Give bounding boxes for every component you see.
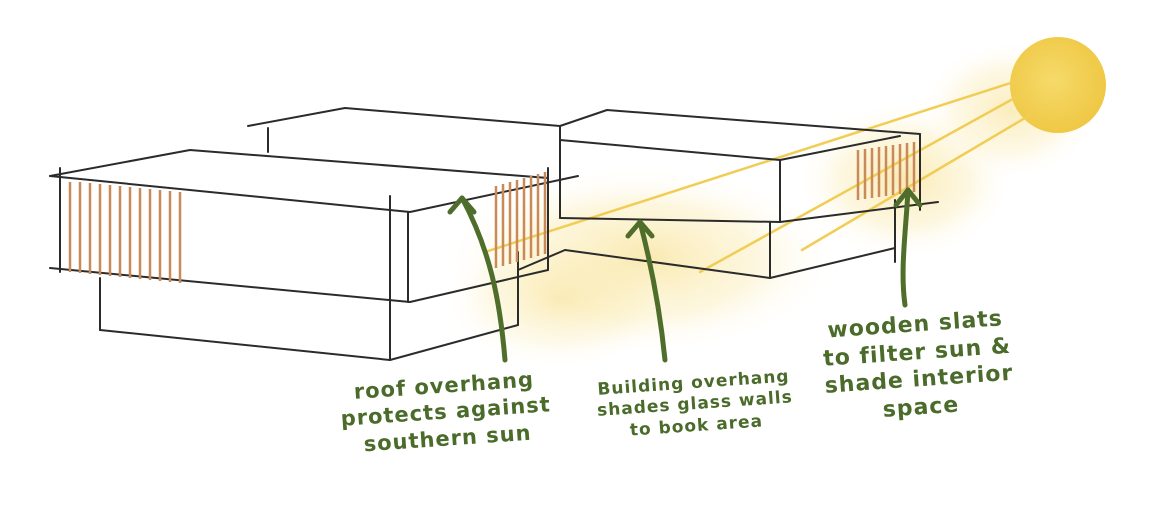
arrow-icon xyxy=(637,219,668,363)
arrow-icon xyxy=(893,187,923,208)
arrow-icon xyxy=(459,195,508,363)
sunlight-glow xyxy=(440,40,1100,370)
wooden-slats xyxy=(68,142,916,283)
annotation-arrows xyxy=(447,187,923,363)
sun-rays xyxy=(483,78,1032,274)
wooden-slats-annotation: wooden slats to filter sun & shade inter… xyxy=(820,305,1016,428)
arrow-icon xyxy=(900,187,911,308)
arrow-icon xyxy=(625,219,655,239)
building-overhang-annotation: Building overhang shades glass walls to … xyxy=(595,366,795,443)
sun-icon xyxy=(1010,37,1106,133)
roof-overhang-annotation: roof overhang protects against southern … xyxy=(338,365,553,458)
building-lines xyxy=(49,107,939,361)
arrow-icon xyxy=(447,195,477,215)
